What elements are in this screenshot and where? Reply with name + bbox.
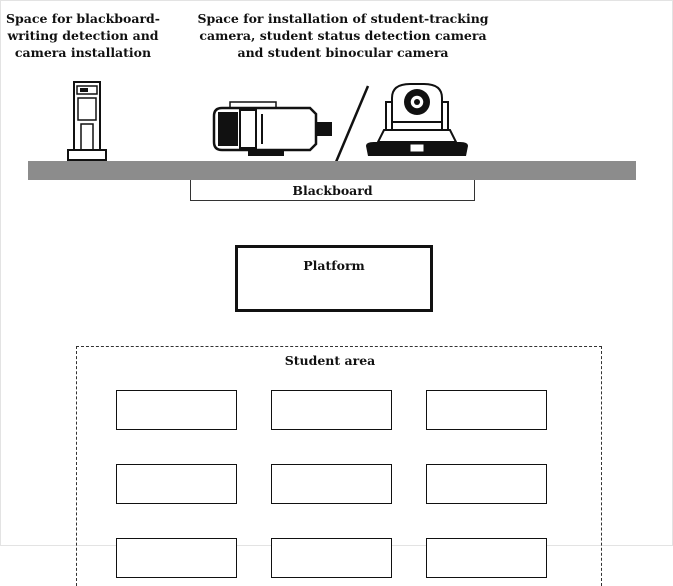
slash-separator-icon [334, 85, 370, 163]
classroom-wall [28, 161, 636, 180]
student-desk [426, 390, 547, 430]
blackboard-detection-camera-icon [67, 81, 107, 161]
student-camera-space-label: Space for installation of student-tracki… [197, 11, 489, 60]
student-area [76, 346, 602, 586]
student-area-label: Student area [284, 353, 376, 368]
bullet-camera-icon [212, 101, 332, 156]
student-desk [426, 464, 547, 504]
student-desk [116, 390, 237, 430]
student-desk [271, 538, 392, 578]
student-desk [116, 538, 237, 578]
blackboard: Blackboard [190, 180, 475, 201]
platform: Platform [235, 245, 433, 312]
student-desk [271, 390, 392, 430]
ptz-camera-icon [366, 83, 468, 156]
student-desk [116, 464, 237, 504]
blackboard-detection-space-label: Space for blackboard- writing detection … [6, 11, 160, 60]
student-desk [271, 464, 392, 504]
student-desk [426, 538, 547, 578]
